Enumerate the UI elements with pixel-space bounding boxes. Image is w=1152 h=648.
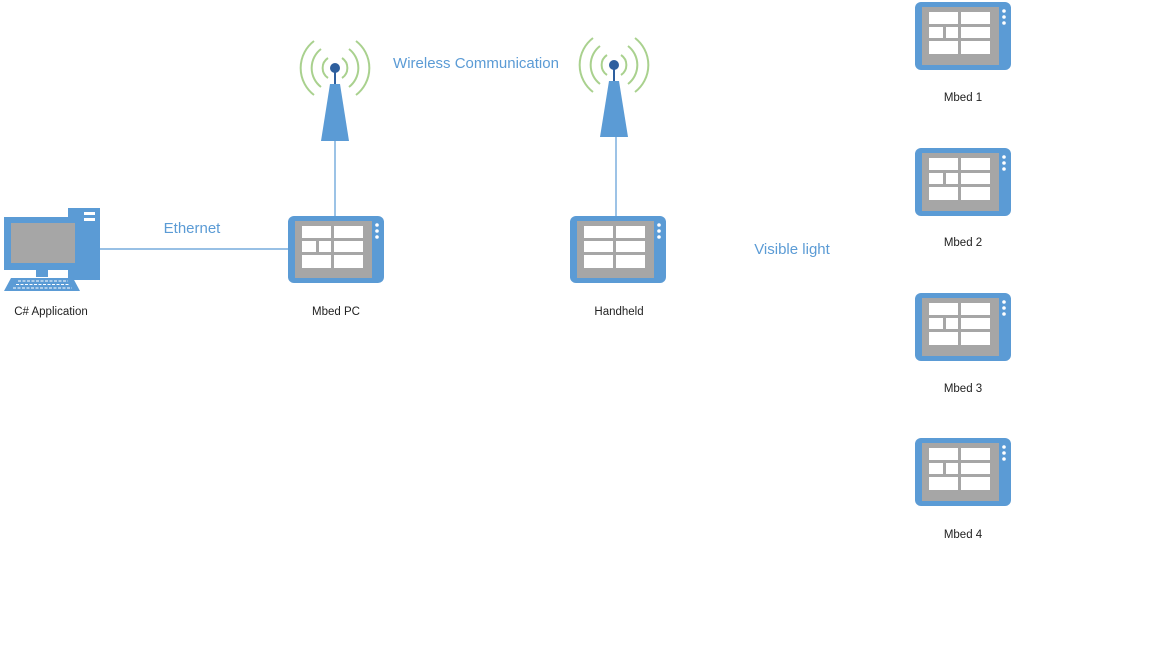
- mbed-3-label: Mbed 3: [943, 383, 983, 395]
- mbed-2-label: Mbed 2: [943, 237, 983, 249]
- tablet-device-icon: [570, 216, 666, 283]
- mbed-1-label: Mbed 1: [943, 92, 983, 104]
- tablet-device-icon: [915, 438, 1011, 506]
- wireless-antenna-icon: [299, 40, 371, 141]
- wireless-link-label: Wireless Communication: [393, 55, 559, 72]
- mbed-pc-label: Mbed PC: [312, 306, 360, 318]
- tablet-device-icon: [915, 293, 1011, 361]
- ethernet-link-label: Ethernet: [163, 220, 221, 237]
- mbed-4-label: Mbed 4: [943, 529, 983, 541]
- tablet-device-icon: [915, 148, 1011, 216]
- desktop-computer-icon: [4, 208, 100, 291]
- computer-label: C# Application: [14, 306, 88, 318]
- wireless-antenna-icon: [578, 37, 650, 137]
- tablet-device-icon: [288, 216, 384, 283]
- handheld-label: Handheld: [594, 306, 644, 318]
- visible-light-link-label: Visible light: [754, 241, 830, 258]
- tablet-device-icon: [915, 2, 1011, 70]
